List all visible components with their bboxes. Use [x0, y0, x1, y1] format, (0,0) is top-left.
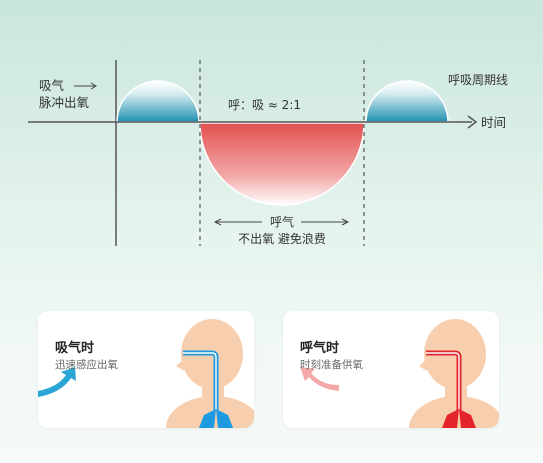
exhale-span-arrowhead-left: [213, 218, 222, 226]
exhale-bowl: [199, 122, 365, 206]
pulse-oxygen-label: 脉冲出氧: [39, 95, 90, 110]
exhale-card-title: 呼气时: [300, 341, 340, 356]
airway-inner: [183, 352, 217, 411]
inhale-pointer-arrowhead: [90, 82, 97, 90]
lungs: [199, 409, 233, 428]
inhale-card-title: 吸气时: [55, 341, 95, 356]
lungs: [442, 409, 476, 428]
exhale-illustration: [300, 319, 499, 428]
time-axis-arrowhead: [467, 115, 478, 129]
exhale-card-subtitle: 时刻准备供氧: [300, 359, 363, 371]
exhale-card: 呼气时 时刻准备供氧: [283, 311, 499, 428]
time-axis-label: 时间: [481, 115, 506, 130]
no-oxygen-label: 不出氧 避免浪费: [238, 231, 326, 246]
inhale-label: 吸气: [39, 78, 65, 93]
airway-inner: [426, 352, 460, 411]
inhale-arrow-icon: [38, 367, 76, 397]
inhale-card-subtitle: 迅速感应出氧: [55, 359, 118, 371]
exhale-label: 呼气: [270, 214, 294, 229]
exhale-span-arrowhead-right: [341, 218, 350, 226]
inhale-illustration: [38, 319, 254, 428]
breath-cycle-label: 呼吸周期线: [448, 73, 508, 87]
ratio-label: 呼：吸 ≈ 2:1: [228, 98, 301, 112]
exhale-arrow-icon: [300, 367, 339, 391]
inhale-hump-2: [365, 80, 449, 123]
inhale-card: 吸气时 迅速感应出氧: [38, 311, 254, 428]
person-silhouette: [166, 319, 254, 428]
breathing-cycle-diagram: 吸气 脉冲出氧 呼吸周期线 时间 呼：吸 ≈ 2:1 呼气 不出氧 避免浪费: [28, 60, 508, 246]
inhale-hump-1: [116, 80, 200, 123]
